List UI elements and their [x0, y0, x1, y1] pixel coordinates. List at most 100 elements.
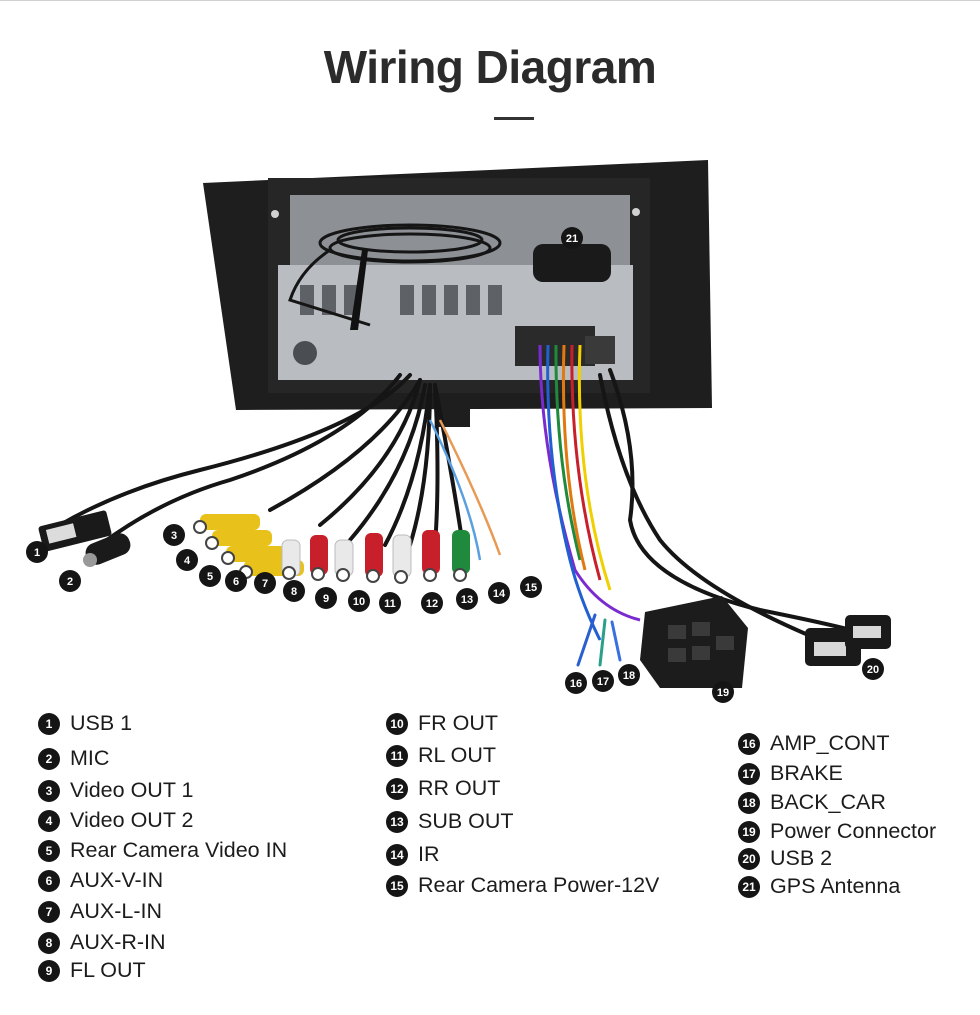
colored-wire-harness — [538, 344, 641, 641]
svg-text:20: 20 — [867, 664, 879, 676]
legend-badge: 4 — [38, 809, 60, 832]
svg-text:8: 8 — [291, 586, 297, 598]
marker-20: 20 — [862, 658, 884, 680]
camera-power-wire — [438, 419, 502, 556]
marker-6: 6 — [225, 570, 247, 592]
legend-item-8: 8 AUX-R-IN — [38, 930, 166, 955]
marker-4: 4 — [176, 549, 198, 571]
legend-label: SUB OUT — [418, 809, 514, 833]
wiring-diagram-illustration: 21 1 2 3 4 5 6 7 8 9 10 11 12 13 14 15 1… — [26, 160, 891, 703]
svg-text:18: 18 — [623, 670, 635, 682]
legend-badge: 15 — [386, 874, 408, 897]
marker-15: 15 — [520, 576, 542, 598]
legend-badge: 11 — [386, 744, 408, 767]
legend-badge: 10 — [386, 712, 408, 735]
legend-label: RL OUT — [418, 743, 497, 767]
svg-text:13: 13 — [461, 594, 473, 606]
legend-badge: 5 — [38, 839, 60, 862]
ir-wire — [428, 419, 482, 561]
legend-item-3: 3 Video OUT 1 — [38, 778, 194, 803]
legend-badge: 3 — [38, 779, 60, 802]
title-underline — [494, 117, 534, 120]
pin-wires — [576, 613, 622, 667]
legend-badge: 14 — [386, 843, 408, 866]
legend-item-18: 18 BACK_CAR — [738, 790, 886, 815]
callout-markers: 21 1 2 3 4 5 6 7 8 9 10 11 12 13 14 15 1… — [26, 227, 884, 703]
legend-label: RR OUT — [418, 776, 501, 800]
legend-label: AMP_CONT — [770, 731, 890, 755]
cable-bundle — [58, 368, 887, 642]
svg-text:12: 12 — [426, 598, 438, 610]
legend-badge: 8 — [38, 931, 60, 954]
power-connector — [640, 596, 748, 688]
legend-item-15: 15 Rear Camera Power-12V — [386, 873, 659, 898]
marker-8: 8 — [283, 580, 305, 602]
marker-3: 3 — [163, 524, 185, 546]
legend-item-4: 4 Video OUT 2 — [38, 808, 194, 833]
svg-text:5: 5 — [207, 571, 213, 583]
svg-text:17: 17 — [597, 676, 609, 688]
usb2-connectors — [805, 615, 891, 666]
marker-14: 14 — [488, 582, 510, 604]
svg-text:19: 19 — [717, 687, 729, 699]
legend-label: AUX-V-IN — [70, 868, 164, 892]
legend-label: FL OUT — [70, 958, 146, 982]
legend-badge: 18 — [738, 791, 760, 814]
svg-text:10: 10 — [353, 596, 365, 608]
marker-7: 7 — [254, 572, 276, 594]
head-unit — [203, 160, 712, 427]
legend-label: GPS Antenna — [770, 874, 901, 898]
legend-label: MIC — [70, 746, 110, 770]
legend-label: AUX-L-IN — [70, 899, 162, 923]
svg-text:1: 1 — [34, 547, 40, 559]
rca-plugs — [193, 514, 470, 584]
svg-text:21: 21 — [566, 233, 578, 245]
legend-label: BACK_CAR — [770, 790, 886, 814]
page-title: Wiring Diagram — [323, 41, 657, 93]
legend-badge: 13 — [386, 810, 408, 833]
marker-21: 21 — [561, 227, 583, 249]
legend-item-12: 12 RR OUT — [386, 776, 500, 801]
usb1-port — [45, 523, 77, 544]
legend-label: Rear Camera Power-12V — [418, 873, 660, 897]
marker-10: 10 — [348, 590, 370, 612]
legend-label: FR OUT — [418, 711, 499, 735]
legend-label: Power Connector — [770, 819, 937, 843]
legend-badge: 19 — [738, 820, 760, 843]
legend-badge: 6 — [38, 869, 60, 892]
legend-label: USB 1 — [70, 711, 133, 735]
mic-jack — [83, 553, 97, 567]
marker-13: 13 — [456, 588, 478, 610]
marker-2: 2 — [59, 570, 81, 592]
marker-19: 19 — [712, 681, 734, 703]
legend-item-11: 11 RL OUT — [386, 743, 496, 768]
gps-cable-coil — [288, 223, 502, 327]
legend-badge: 9 — [38, 959, 60, 982]
top-divider — [0, 0, 980, 1]
legend-badge: 2 — [38, 747, 60, 770]
legend-badge: 12 — [386, 777, 408, 800]
legend-item-2: 2 MIC — [38, 746, 109, 771]
legend-label: Video OUT 1 — [70, 778, 194, 802]
legend-badge: 20 — [738, 847, 760, 870]
marker-18: 18 — [618, 664, 640, 686]
mic-connector — [85, 533, 131, 565]
legend-label: Video OUT 2 — [70, 808, 194, 832]
svg-text:6: 6 — [233, 576, 239, 588]
svg-text:9: 9 — [323, 593, 329, 605]
legend-label: IR — [418, 842, 440, 866]
legend-badge: 21 — [738, 875, 760, 898]
radio-antenna — [350, 250, 368, 330]
legend-label: USB 2 — [770, 846, 833, 870]
marker-11: 11 — [379, 592, 401, 614]
svg-text:16: 16 — [570, 678, 582, 690]
legend-label: AUX-R-IN — [70, 930, 166, 954]
legend-badge: 17 — [738, 762, 760, 785]
svg-text:4: 4 — [184, 555, 191, 567]
legend-item-10: 10 FR OUT — [386, 711, 498, 736]
legend-item-9: 9 FL OUT — [38, 958, 146, 983]
